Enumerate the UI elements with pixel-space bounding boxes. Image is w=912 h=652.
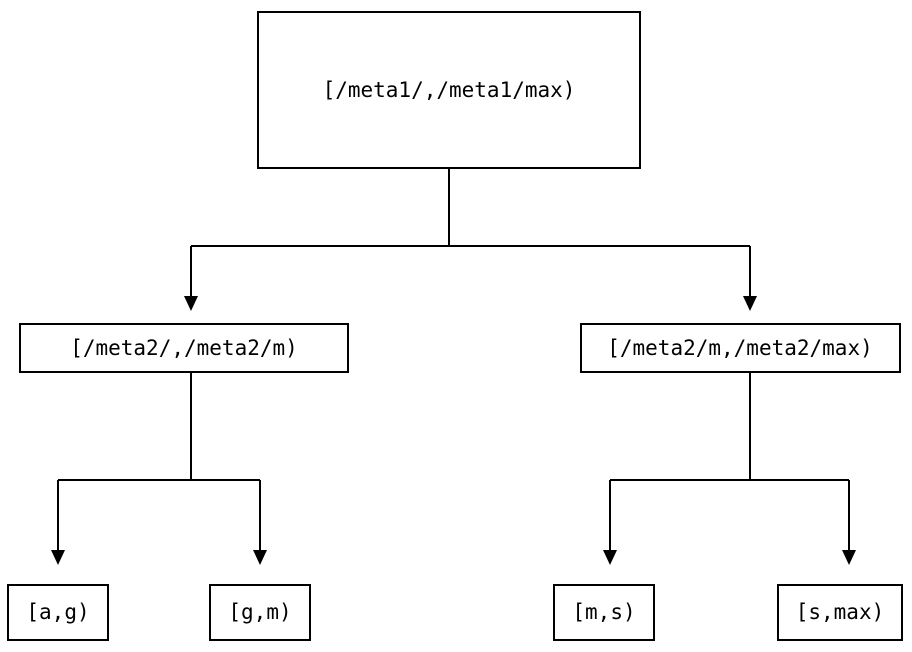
node-mid-left-label: [/meta2/,/meta2/m) xyxy=(70,336,298,360)
node-leaf-3[interactable]: [m,s) xyxy=(553,584,655,641)
edge-midleft-to-leaves-group xyxy=(51,372,267,565)
node-mid-left[interactable]: [/meta2/,/meta2/m) xyxy=(19,323,349,373)
node-leaf-2-label: [g,m) xyxy=(228,600,291,624)
node-mid-right-label: [/meta2/m,/meta2/max) xyxy=(607,336,873,360)
node-leaf-4-label: [s,max) xyxy=(796,600,885,624)
node-leaf-2-box[interactable] xyxy=(209,584,311,641)
node-leaf-2[interactable]: [g,m) xyxy=(209,584,311,641)
node-mid-left-box[interactable] xyxy=(19,323,349,373)
arrow-head-leaf4-icon xyxy=(842,550,856,565)
node-leaf-1[interactable]: [a,g) xyxy=(7,584,109,641)
node-leaf-1-box[interactable] xyxy=(7,584,109,641)
arrow-head-leaf3-icon xyxy=(603,550,617,565)
node-root-label: [/meta1/,/meta1/max) xyxy=(323,78,576,102)
arrow-head-mid-right-icon xyxy=(743,296,757,311)
node-leaf-1-label: [a,g) xyxy=(26,600,89,624)
arrow-head-leaf1-icon xyxy=(51,550,65,565)
node-leaf-4[interactable]: [s,max) xyxy=(777,584,903,641)
node-leaf-4-box[interactable] xyxy=(777,584,903,641)
edge-midright-to-leaves-group xyxy=(603,372,856,565)
edge-root-to-mid-group xyxy=(184,168,757,311)
node-root-box[interactable] xyxy=(257,11,641,169)
node-leaf-3-box[interactable] xyxy=(553,584,655,641)
node-mid-right-box[interactable] xyxy=(580,323,901,373)
node-leaf-3-label: [m,s) xyxy=(572,600,635,624)
arrow-head-leaf2-icon xyxy=(253,550,267,565)
arrow-head-mid-left-icon xyxy=(184,296,198,311)
node-mid-right[interactable]: [/meta2/m,/meta2/max) xyxy=(580,323,901,373)
node-root[interactable]: [/meta1/,/meta1/max) xyxy=(257,11,641,169)
